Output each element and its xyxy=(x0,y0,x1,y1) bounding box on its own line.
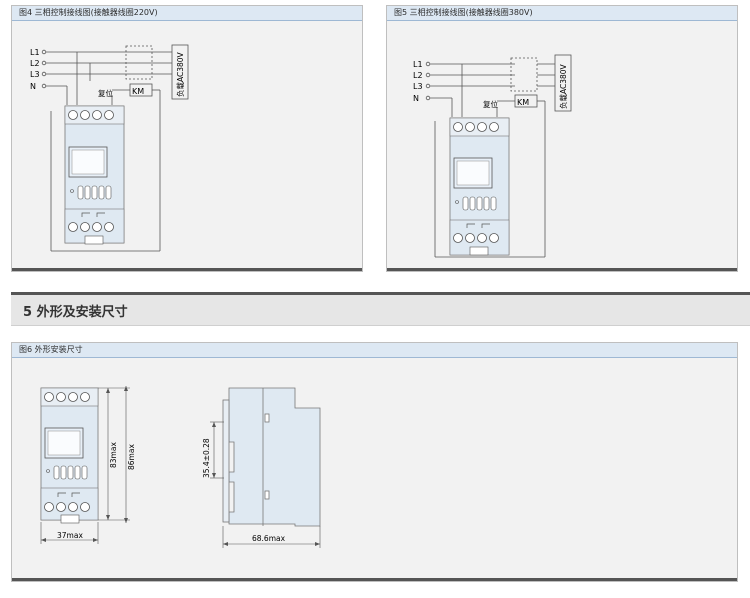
front-view xyxy=(40,387,99,524)
timer-device xyxy=(64,105,125,245)
reset-label: 复位 xyxy=(483,99,498,109)
figure-6-header: 图6 外形安装尺寸 xyxy=(12,343,737,358)
section-title: 5 外形及安装尺寸 xyxy=(23,305,128,320)
figure-4-header: 图4 三相控制接线图(接触器线圈220V) xyxy=(12,6,362,21)
wiring-diagram-380v: L1 L2 L3 N KM 负载AC38 xyxy=(413,54,572,258)
contactor-label-km: KM xyxy=(132,87,144,96)
figure-4-caption: 图4 三相控制接线图(接触器线圈220V) xyxy=(19,8,158,17)
contactor-label-km: KM xyxy=(517,98,529,107)
load-label: 负载AC380V xyxy=(558,63,568,109)
figure-5-header: 图5 三相控制接线图(接触器线圈380V) xyxy=(387,6,737,21)
dim-width-front: 37max xyxy=(57,531,83,540)
line-label-l2: L2 xyxy=(30,59,40,68)
figure-6-bottom-rule xyxy=(12,578,737,581)
dimension-drawing: 83max 86max 37max 35.4±0.28 68.6max xyxy=(40,386,321,548)
dim-depth: 68.6max xyxy=(252,534,286,543)
line-label-l3: L3 xyxy=(30,70,40,79)
load-label: 负载AC380V xyxy=(175,51,185,97)
timer-device xyxy=(449,117,510,256)
side-view xyxy=(222,387,321,527)
line-label-l1: L1 xyxy=(413,60,423,69)
line-label-l1: L1 xyxy=(30,48,40,57)
section-header: 5 外形及安装尺寸 xyxy=(11,292,750,326)
figure-6-panel: 图6 外形安装尺寸 xyxy=(11,342,738,582)
dim-rail-height: 35.4±0.28 xyxy=(202,438,211,478)
figure-5-caption: 图5 三相控制接线图(接触器线圈380V) xyxy=(394,8,533,17)
figure-5-bottom-rule xyxy=(387,268,737,271)
line-label-l3: L3 xyxy=(413,82,423,91)
figure-4-panel: 图4 三相控制接线图(接触器线圈220V) L1 L2 L3 N xyxy=(11,5,363,272)
figure-6-caption: 图6 外形安装尺寸 xyxy=(19,345,83,354)
wiring-diagram-220v: L1 L2 L3 N xyxy=(30,44,189,252)
line-label-n: N xyxy=(30,82,36,91)
dim-height-inner: 83max xyxy=(109,442,118,468)
reset-label: 复位 xyxy=(98,88,113,98)
figure-4-bottom-rule xyxy=(12,268,362,271)
line-label-l2: L2 xyxy=(413,71,423,80)
dim-height-outer: 86max xyxy=(127,444,136,470)
line-label-n: N xyxy=(413,94,419,103)
figure-5-panel: 图5 三相控制接线图(接触器线圈380V) L1 L2 L3 N xyxy=(386,5,738,272)
